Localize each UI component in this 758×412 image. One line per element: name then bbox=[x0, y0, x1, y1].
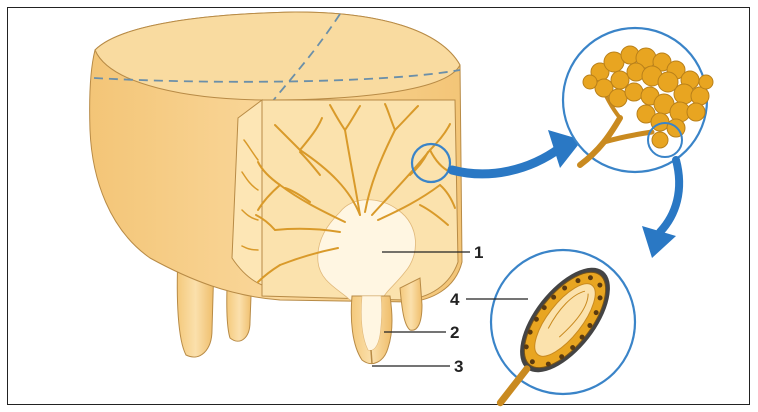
label-2: 2 bbox=[450, 323, 459, 342]
label-4: 4 bbox=[450, 290, 460, 309]
udder-teat-right bbox=[400, 278, 422, 330]
label-3: 3 bbox=[454, 357, 463, 376]
arrow-to-alveolus bbox=[660, 160, 679, 232]
label-1: 1 bbox=[474, 243, 483, 262]
arrow-to-lobule bbox=[452, 148, 560, 174]
streak-canal bbox=[371, 350, 372, 364]
